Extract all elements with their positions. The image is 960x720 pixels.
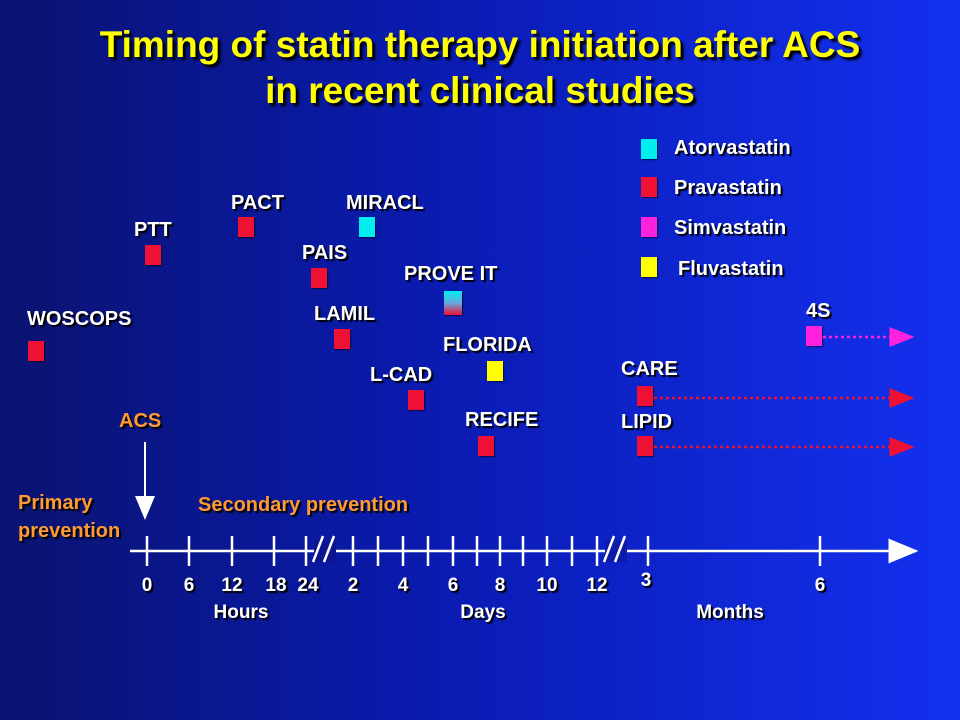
tick-label-hour-6: 6 [183, 575, 195, 596]
legend-label-atorvastatin: Atorvastatin [674, 137, 791, 159]
tick-label-day-4: 4 [397, 575, 409, 596]
unit-label-days: Days [460, 602, 506, 623]
tick-label-day-8: 8 [494, 575, 506, 596]
tick-label-day-10: 10 [536, 575, 558, 596]
secondary-prevention-label: Secondary prevention [198, 494, 409, 516]
marker-lipid [637, 436, 653, 456]
marker-pact [238, 217, 254, 237]
marker-prove-it [444, 291, 462, 315]
study-label-lcad: L-CAD [370, 364, 433, 386]
marker-lcad [408, 390, 424, 410]
tick-marks [145, 536, 822, 566]
study-label-care: CARE [621, 358, 678, 380]
tick-label-day-12: 12 [586, 575, 608, 596]
study-label-prove-it: PROVE IT [404, 263, 498, 285]
title-line-1: Timing of statin therapy initiation afte… [99, 24, 861, 65]
tick-label-month-6: 6 [814, 575, 826, 596]
tick-label-month-3: 3 [640, 570, 652, 591]
axis-break-hours-days [311, 535, 336, 563]
unit-label-hours: Hours [213, 602, 269, 623]
legend-swatch-fluvastatin [641, 257, 657, 277]
study-label-florida: FLORIDA [443, 334, 532, 356]
primary-prevention-line-1: Primary [18, 492, 93, 514]
slide-title: Timing of statin therapy initiation afte… [0, 22, 960, 114]
legend-swatch-simvastatin [641, 217, 657, 237]
legend-label-pravastatin: Pravastatin [674, 177, 782, 199]
study-label-recife: RECIFE [465, 409, 539, 431]
tick-label-hour-18: 18 [265, 575, 287, 596]
marker-woscops [28, 341, 44, 361]
marker-florida [487, 361, 503, 381]
study-label-miracl: MIRACL [346, 192, 424, 214]
axis-break-days-months [602, 535, 627, 563]
legend-label-fluvastatin: Fluvastatin [678, 258, 784, 280]
marker-miracl [359, 217, 375, 237]
study-label-ptt: PTT [134, 219, 172, 241]
study-label-pact: PACT [231, 192, 284, 214]
marker-care [637, 386, 653, 406]
tick-label-hour-0: 0 [141, 575, 153, 596]
legend-label-simvastatin: Simvastatin [674, 217, 787, 239]
study-label-pais: PAIS [302, 242, 348, 264]
study-label-woscops: WOSCOPS [27, 308, 132, 330]
study-label-lamil: LAMIL [314, 303, 376, 325]
tick-label-hour-12: 12 [221, 575, 243, 596]
title-line-2: in recent clinical studies [265, 70, 695, 111]
legend-swatch-pravastatin [641, 177, 657, 197]
primary-prevention-line-2: prevention [18, 520, 121, 542]
marker-pais [311, 268, 327, 288]
marker-lamil [334, 329, 350, 349]
marker-ptt [145, 245, 161, 265]
study-label-lipid: LIPID [621, 411, 673, 433]
legend-swatch-atorvastatin [641, 139, 657, 159]
tick-label-day-6: 6 [447, 575, 459, 596]
acs-label: ACS [119, 410, 162, 432]
marker-recife [478, 436, 494, 456]
tick-label-hour-24: 24 [297, 575, 319, 596]
tick-label-day-2: 2 [347, 575, 359, 596]
study-label-4s: 4S [806, 300, 831, 322]
unit-label-months: Months [696, 602, 764, 623]
marker-4s [806, 326, 822, 346]
